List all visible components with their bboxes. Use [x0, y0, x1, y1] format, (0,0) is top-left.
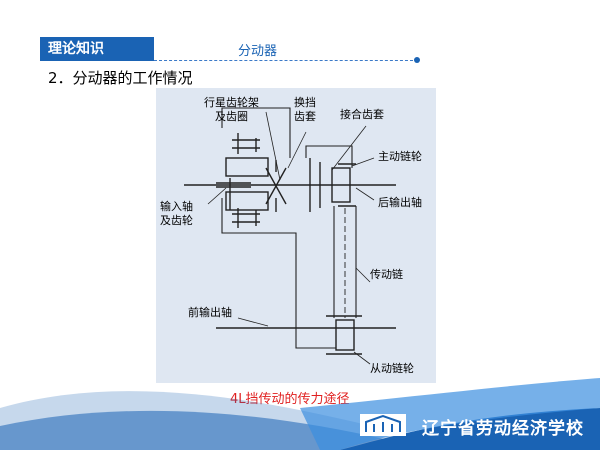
school-name: 辽宁省劳动经济学校	[422, 419, 584, 439]
label-driven-sprocket: 从动链轮	[370, 362, 414, 375]
label-drive-sprocket: 主动链轮	[378, 150, 422, 163]
header-divider	[154, 60, 418, 61]
label-front-output: 前输出轴	[188, 306, 232, 319]
transfer-case-diagram: 行星齿轮架 及齿圈 换挡 齿套 接合齿套 主动链轮 输入轴 及齿轮 后输出轴 传…	[156, 88, 436, 383]
label-rear-output: 后输出轴	[378, 196, 422, 209]
label-shift-line1: 换挡	[294, 96, 316, 109]
label-planet-line1: 行星齿轮架	[204, 96, 259, 109]
section-tag: 理论知识	[40, 37, 154, 61]
school-logo	[360, 414, 406, 436]
label-input-line1: 输入轴	[160, 200, 193, 213]
label-shift-line2: 齿套	[294, 110, 316, 123]
label-engage-sleeve: 接合齿套	[340, 108, 384, 121]
label-planet-carrier: 行星齿轮架 及齿圈	[204, 96, 259, 124]
section-heading: 2．分动器的工作情况	[48, 69, 193, 87]
diagram-caption: 4L挡传动的传力途径	[230, 392, 350, 407]
label-planet-line2: 及齿圈	[215, 110, 248, 123]
page-title: 分动器	[238, 44, 278, 59]
label-input-shaft: 输入轴 及齿轮	[160, 200, 193, 228]
diagram-drawing	[184, 107, 396, 365]
label-input-line2: 及齿轮	[160, 214, 193, 227]
label-shift-sleeve: 换挡 齿套	[294, 96, 316, 124]
header-dot	[414, 57, 420, 63]
label-chain: 传动链	[370, 268, 403, 281]
